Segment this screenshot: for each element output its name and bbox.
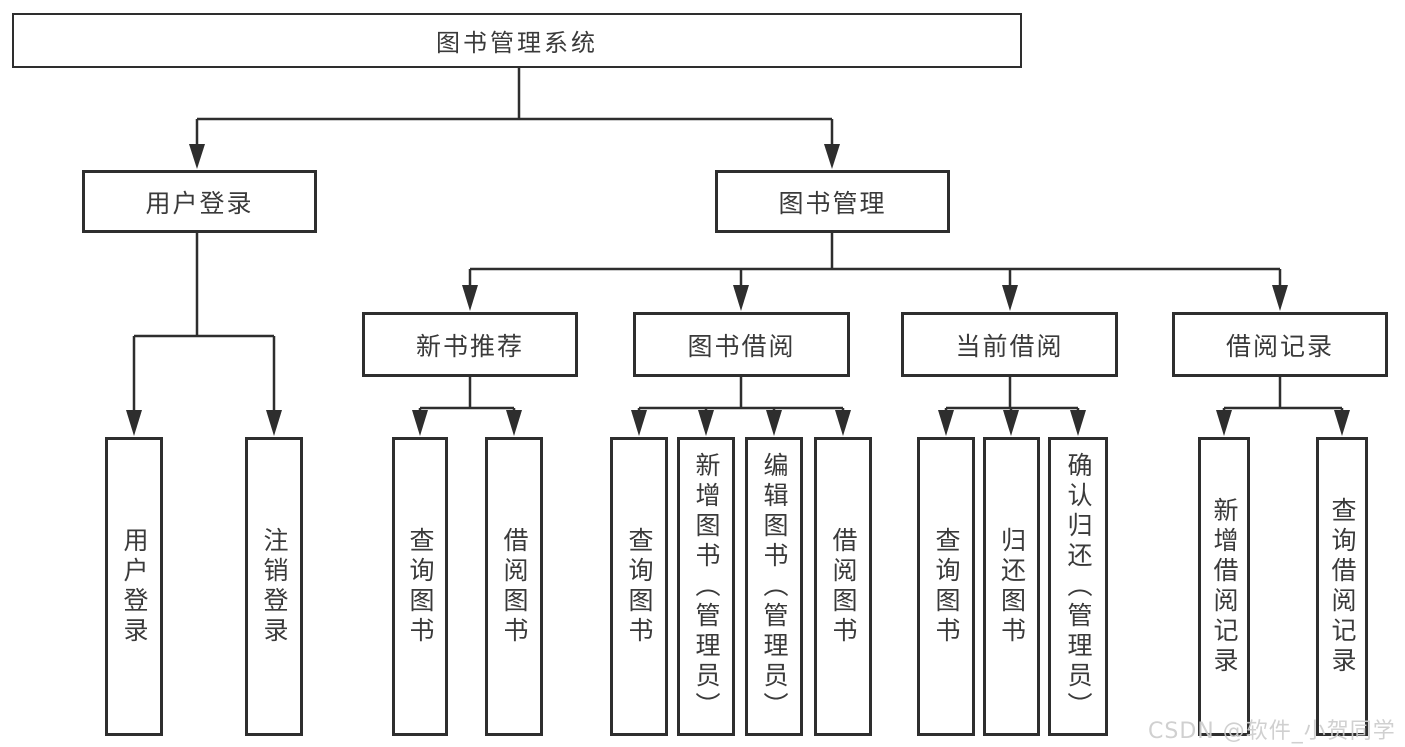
node-user-login: 用户登录 xyxy=(82,170,317,233)
node-book-borrowing: 图书借阅 xyxy=(633,312,850,377)
node-borrowing-records: 借阅记录 xyxy=(1172,312,1388,377)
connector-current-borrow-children xyxy=(944,377,1080,414)
csdn-watermark: CSDN @软件_小贺同学 xyxy=(1148,719,1396,744)
connector-borrow-records-children xyxy=(1222,377,1344,414)
node-leaf-query-books-borrow: 查询图书 xyxy=(610,437,668,736)
node-leaf-query-borrow-record: 查询借阅记录 xyxy=(1316,437,1368,736)
connector-new-book-rec-children xyxy=(418,377,516,414)
node-leaf-confirm-return-admin: 确认归还（管理员） xyxy=(1048,437,1108,736)
node-current-borrowing: 当前借阅 xyxy=(901,312,1118,377)
node-leaf-query-books-current: 查询图书 xyxy=(917,437,975,736)
node-leaf-edit-books-admin: 编辑图书（管理员） xyxy=(745,437,803,736)
node-new-book-recommend: 新书推荐 xyxy=(362,312,578,377)
node-leaf-query-books-rec: 查询图书 xyxy=(392,437,448,736)
connector-user-login-children xyxy=(132,233,276,412)
node-leaf-borrow-books: 借阅图书 xyxy=(814,437,872,736)
node-leaf-borrow-books-rec: 借阅图书 xyxy=(485,437,543,736)
node-leaf-add-books-admin: 新增图书（管理员） xyxy=(677,437,735,736)
node-leaf-logout: 注销登录 xyxy=(245,437,303,736)
connector-book-borrow-children xyxy=(637,377,845,414)
node-leaf-user-login: 用户登录 xyxy=(105,437,163,736)
connector-book-mgmt-to-level3 xyxy=(468,233,1282,287)
node-leaf-add-borrow-record: 新增借阅记录 xyxy=(1198,437,1250,736)
connector-root-to-level2 xyxy=(195,68,834,146)
node-leaf-return-books: 归还图书 xyxy=(983,437,1040,736)
node-book-management: 图书管理 xyxy=(715,170,950,233)
node-root: 图书管理系统 xyxy=(12,13,1022,68)
